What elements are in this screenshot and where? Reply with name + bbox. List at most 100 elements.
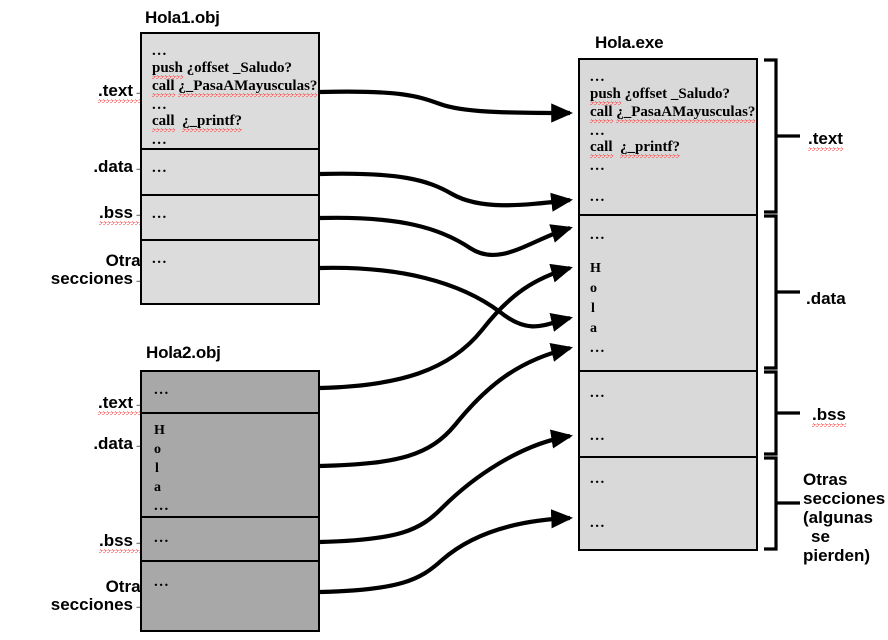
- hola1-text-l5-operand: ¿_printf?: [182, 114, 242, 132]
- hola1-text-l2-operand: ¿offset _Saludo?: [186, 60, 293, 76]
- exe-data-char-h: H: [590, 261, 601, 276]
- arrow-hola1-otras-to-exe-data: [319, 265, 573, 332]
- exe-text-l5-mnemonic: call: [590, 140, 613, 158]
- exe-text-l3-operand: ¿_PasaAMayusculas?: [616, 105, 756, 123]
- hola1-text-l6: ...: [152, 132, 168, 148]
- label-exe-text-span: .text: [808, 130, 843, 151]
- label-exe-otras-line3: (algunas: [803, 508, 873, 528]
- label-hola1-otras-line1: Otras: [105, 251, 150, 270]
- hola1-data-l1: ...: [152, 160, 168, 176]
- label-exe-otras-line1: Otras: [803, 470, 848, 489]
- hola1-data-section: ...: [142, 150, 318, 196]
- label-exe-otras-line5: pierden): [803, 546, 871, 566]
- label-hola1-text-span: .text→: [98, 82, 150, 103]
- exe-data-char-l: l: [591, 301, 595, 316]
- box-hola1-obj: ... push ¿offset _Saludo? call ¿_PasaAMa…: [140, 32, 320, 305]
- exe-bss-l1: ...: [590, 385, 606, 401]
- label-exe-otras: Otras secciones (algunas se pierden): [803, 470, 885, 565]
- hola1-text-l2: push ¿offset _Saludo?: [152, 61, 292, 79]
- hola1-text-l5-mnemonic: call: [152, 114, 175, 132]
- exe-text-l3: call ¿_PasaAMayusculas?: [590, 105, 756, 123]
- hola1-otras-l1: ...: [152, 251, 168, 267]
- hola1-bss-section: ...: [142, 196, 318, 241]
- hola1-text-l1: ...: [152, 43, 168, 59]
- exe-text-l1: ...: [590, 69, 606, 85]
- arrow-hola1-data-to-exe-text: [319, 171, 574, 212]
- exe-text-l6: ...: [590, 158, 606, 174]
- arrow-hola2-bss-to-exe-bss: [319, 429, 574, 545]
- label-hola2-bss-span: .bss→: [98, 532, 150, 553]
- hola2-data-char-l: l: [155, 461, 159, 476]
- box-hola2-obj: ... H o l a ... ... ...: [140, 370, 320, 632]
- exe-otras-l1: ...: [590, 471, 606, 487]
- label-exe-data: .data: [806, 290, 846, 308]
- hola1-text-l3: call ¿_PasaAMayusculas?: [152, 79, 318, 97]
- box-hola-exe: ... push ¿offset _Saludo? call ¿_PasaAMa…: [578, 58, 758, 551]
- title-hola2-obj: Hola2.obj: [146, 343, 221, 362]
- bracket-exe-otras: [764, 456, 778, 551]
- hola2-data-l5: ...: [154, 498, 170, 514]
- exe-text-l3-mnemonic: call: [590, 105, 613, 123]
- exe-data-char-o: o: [590, 281, 597, 296]
- label-hola2-data: .data→: [20, 435, 150, 453]
- label-hola1-otras: Otras secciones→: [0, 252, 150, 288]
- exe-bss-l2: ...: [590, 428, 606, 444]
- arrow-hola2-data-to-exe-bss: [319, 343, 573, 469]
- label-hola1-bss-span: .bss→: [98, 204, 150, 225]
- exe-text-l2-operand: ¿offset _Saludo?: [624, 86, 731, 102]
- hola1-text-l2-mnemonic: push: [152, 61, 183, 79]
- exe-text-l5-operand: ¿_printf?: [620, 140, 680, 158]
- arrow-hola2-otras-to-exe-otras: [319, 509, 574, 595]
- hola2-bss-section: ...: [142, 518, 318, 562]
- exe-text-l2: push ¿offset _Saludo?: [590, 87, 730, 105]
- hola2-otras-section: ...: [142, 562, 318, 630]
- hola2-data-char-a: a: [154, 480, 161, 495]
- arrow-hola1-text-to-exe-text: [319, 89, 574, 123]
- hola2-otras-l1: ...: [154, 574, 170, 590]
- exe-otras-l2: ...: [590, 515, 606, 531]
- exe-data-char-a: a: [590, 321, 597, 336]
- label-hola2-text: .text→: [20, 394, 150, 415]
- hola1-text-section: ... push ¿offset _Saludo? call ¿_PasaAMa…: [142, 34, 318, 150]
- label-hola1-bss: .bss→: [20, 204, 150, 225]
- exe-data-section: ... H o l a ...: [580, 216, 756, 372]
- label-hola1-data: .data→: [20, 158, 150, 176]
- exe-data-l6: ...: [590, 340, 606, 356]
- hola1-text-l3-operand: ¿_PasaAMayusculas?: [178, 79, 318, 97]
- label-exe-bss: .bss: [812, 406, 847, 427]
- label-exe-data-span: .data: [806, 289, 846, 308]
- hola2-bss-l1: ...: [154, 530, 170, 546]
- label-hola2-otras-line1: Otras: [105, 577, 150, 596]
- bracket-exe-data: [764, 214, 778, 370]
- exe-data-l1: ...: [590, 227, 606, 243]
- hola1-otras-section: ...: [142, 241, 318, 303]
- title-hola1-obj: Hola1.obj: [145, 8, 220, 27]
- bracket-exe-bss: [764, 370, 778, 456]
- exe-text-l5: call ¿_printf?: [590, 140, 680, 158]
- hola2-data-char-h: H: [154, 423, 165, 438]
- exe-otras-section: ... ...: [580, 458, 756, 549]
- label-exe-otras-line4: se: [811, 527, 830, 547]
- label-exe-text: .text: [808, 130, 843, 151]
- exe-text-section: ... push ¿offset _Saludo? call ¿_PasaAMa…: [580, 60, 756, 216]
- label-hola2-otras-line2: secciones→: [50, 594, 150, 614]
- exe-text-l4: ...: [590, 123, 606, 139]
- label-exe-bss-span: .bss: [812, 406, 847, 427]
- label-hola2-text-span: .text→: [98, 394, 150, 415]
- hola1-bss-l1: ...: [152, 206, 168, 222]
- label-hola1-text: .text→: [20, 82, 150, 103]
- label-hola2-bss: .bss→: [20, 532, 150, 553]
- label-hola2-data-span: .data→: [93, 434, 150, 453]
- hola2-data-char-o: o: [154, 442, 161, 457]
- hola2-data-section: H o l a ...: [142, 414, 318, 518]
- exe-text-l2-mnemonic: push: [590, 87, 621, 105]
- exe-text-l7: ...: [590, 189, 606, 205]
- label-hola1-data-span: .data→: [93, 157, 150, 176]
- hola2-text-l1: ...: [154, 382, 170, 398]
- hola1-text-l3-mnemonic: call: [152, 79, 175, 97]
- bracket-exe-text: [764, 58, 778, 214]
- label-hola1-otras-line2: secciones→: [50, 268, 150, 288]
- arrow-hola2-text-to-exe-data: [319, 263, 573, 391]
- title-hola-exe: Hola.exe: [595, 33, 664, 52]
